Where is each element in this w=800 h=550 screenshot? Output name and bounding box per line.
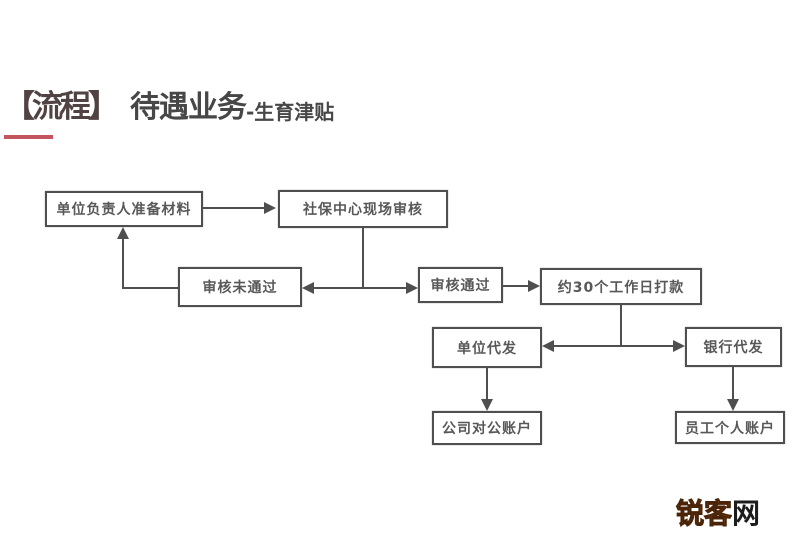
arrowhead-into-employee-account-icon [727, 399, 739, 411]
watermark-text-primary: 锐客 [675, 497, 733, 530]
flow-node-unit-payout: 单位代发 [432, 327, 542, 368]
arrowhead-into-onsite-review-icon [264, 202, 276, 214]
connector-payout-split [554, 345, 673, 347]
watermark-logo: 锐客网 [675, 497, 761, 530]
arrowhead-into-review-failed-icon [302, 282, 314, 294]
flow-node-bank-payout: 银行代发 [685, 327, 782, 367]
flow-node-prepare-materials: 单位负责人准备材料 [45, 191, 203, 227]
title-sub: -生育津贴 [246, 100, 335, 124]
arrowhead-into-payment-icon [528, 280, 540, 292]
flow-node-employee-account: 员工个人账户 [675, 411, 785, 444]
title-tag: 【流程】 [4, 89, 119, 125]
title-accent-underline [4, 135, 53, 139]
connector-failed-back-vertical [122, 238, 124, 289]
arrowhead-into-bank-payout-icon [673, 340, 685, 352]
connector-failed-back-horizontal [122, 287, 178, 289]
watermark-text-secondary: 网 [732, 497, 761, 530]
title-main: 待遇业务 [130, 90, 247, 125]
connector-passed-to-payment [503, 285, 529, 287]
connector-unit-to-company [486, 368, 488, 400]
flow-node-onsite-review: 社保中心现场审核 [278, 190, 448, 228]
flow-node-payment-30-days: 约30个工作日打款 [540, 268, 702, 305]
arrowhead-into-prepare-materials-icon [117, 227, 129, 239]
flow-node-review-passed: 审核通过 [418, 267, 503, 303]
connector-review-down [362, 228, 364, 289]
page-title: 【流程】 待遇业务 -生育津贴 [4, 92, 334, 123]
connector-bank-to-employee [732, 367, 734, 400]
connector-payment-down [620, 305, 622, 346]
flow-node-review-failed: 审核未通过 [178, 267, 302, 307]
arrowhead-into-review-passed-icon [406, 282, 418, 294]
arrowhead-into-company-account-icon [481, 399, 493, 411]
arrowhead-into-unit-payout-icon [542, 340, 554, 352]
connector-review-split [314, 287, 406, 289]
connector-prepare-to-review [203, 207, 264, 209]
flow-node-company-account: 公司对公账户 [432, 411, 542, 445]
